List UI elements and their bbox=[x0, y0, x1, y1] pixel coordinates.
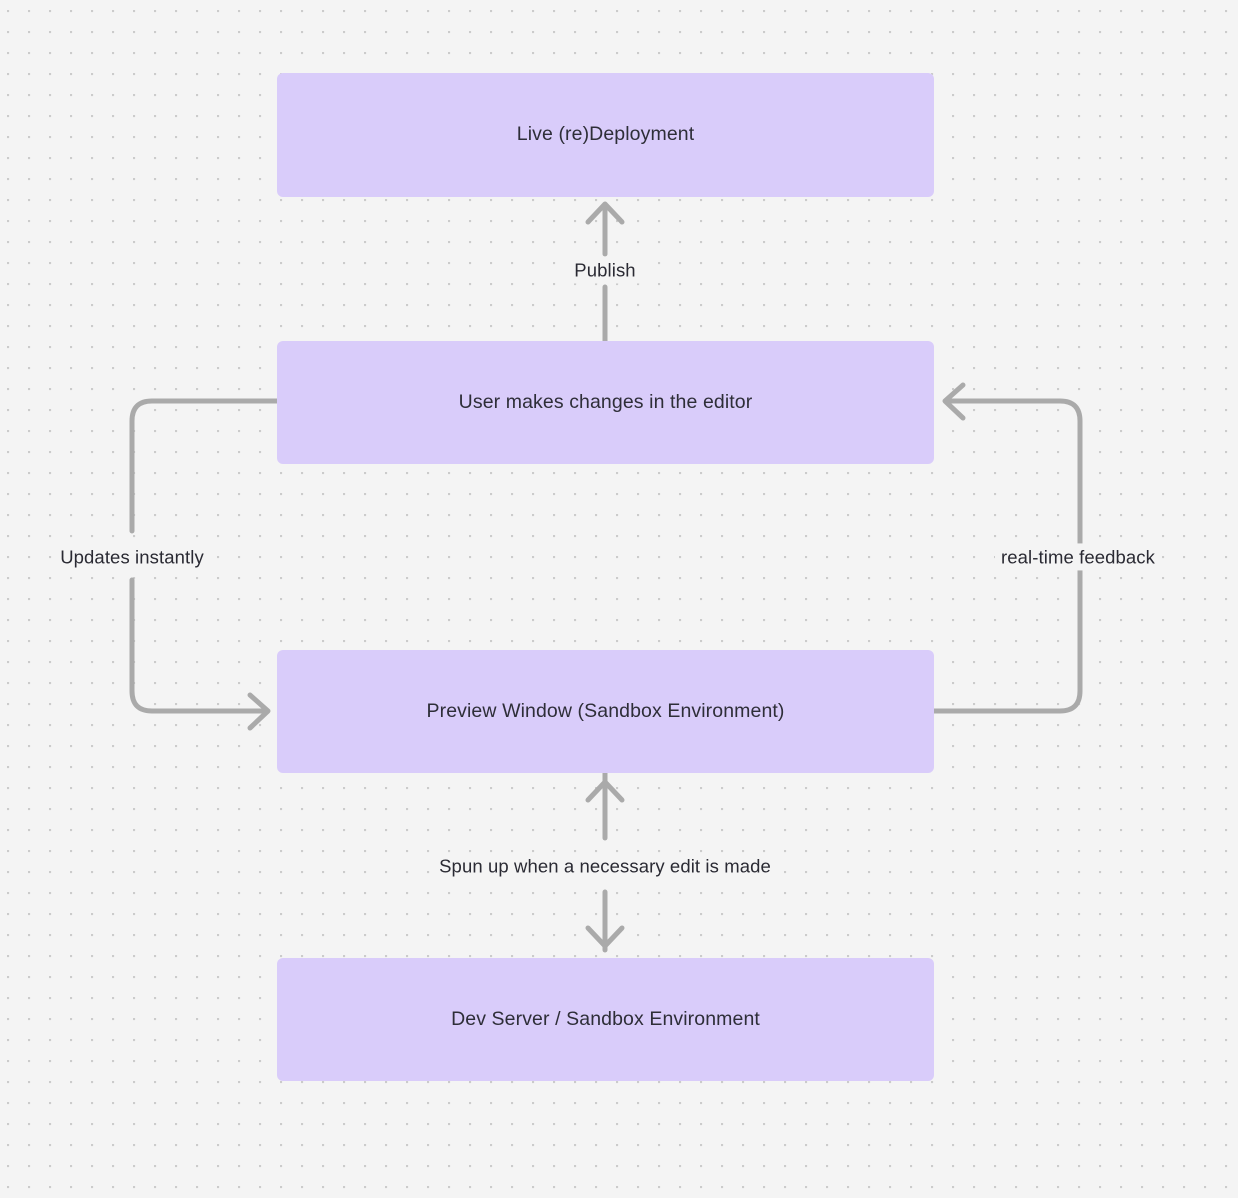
node-label: User makes changes in the editor bbox=[458, 390, 753, 413]
node-label: Dev Server / Sandbox Environment bbox=[451, 1007, 760, 1030]
edge-label-real-time-feedback[interactable]: real-time feedback bbox=[995, 543, 1161, 571]
edge-label-publish[interactable]: Publish bbox=[568, 256, 642, 284]
node-preview-window[interactable]: Preview Window (Sandbox Environment) bbox=[277, 650, 934, 773]
edge-label-spun-up[interactable]: Spun up when a necessary edit is made bbox=[433, 852, 777, 880]
node-label: Live (re)Deployment bbox=[516, 123, 695, 146]
node-dev-server[interactable]: Dev Server / Sandbox Environment bbox=[277, 958, 934, 1081]
node-label: Preview Window (Sandbox Environment) bbox=[426, 699, 785, 722]
edge-label-updates-instantly[interactable]: Updates instantly bbox=[54, 543, 210, 571]
node-live-deployment[interactable]: Live (re)Deployment bbox=[277, 73, 934, 197]
node-user-edits[interactable]: User makes changes in the editor bbox=[277, 341, 934, 464]
